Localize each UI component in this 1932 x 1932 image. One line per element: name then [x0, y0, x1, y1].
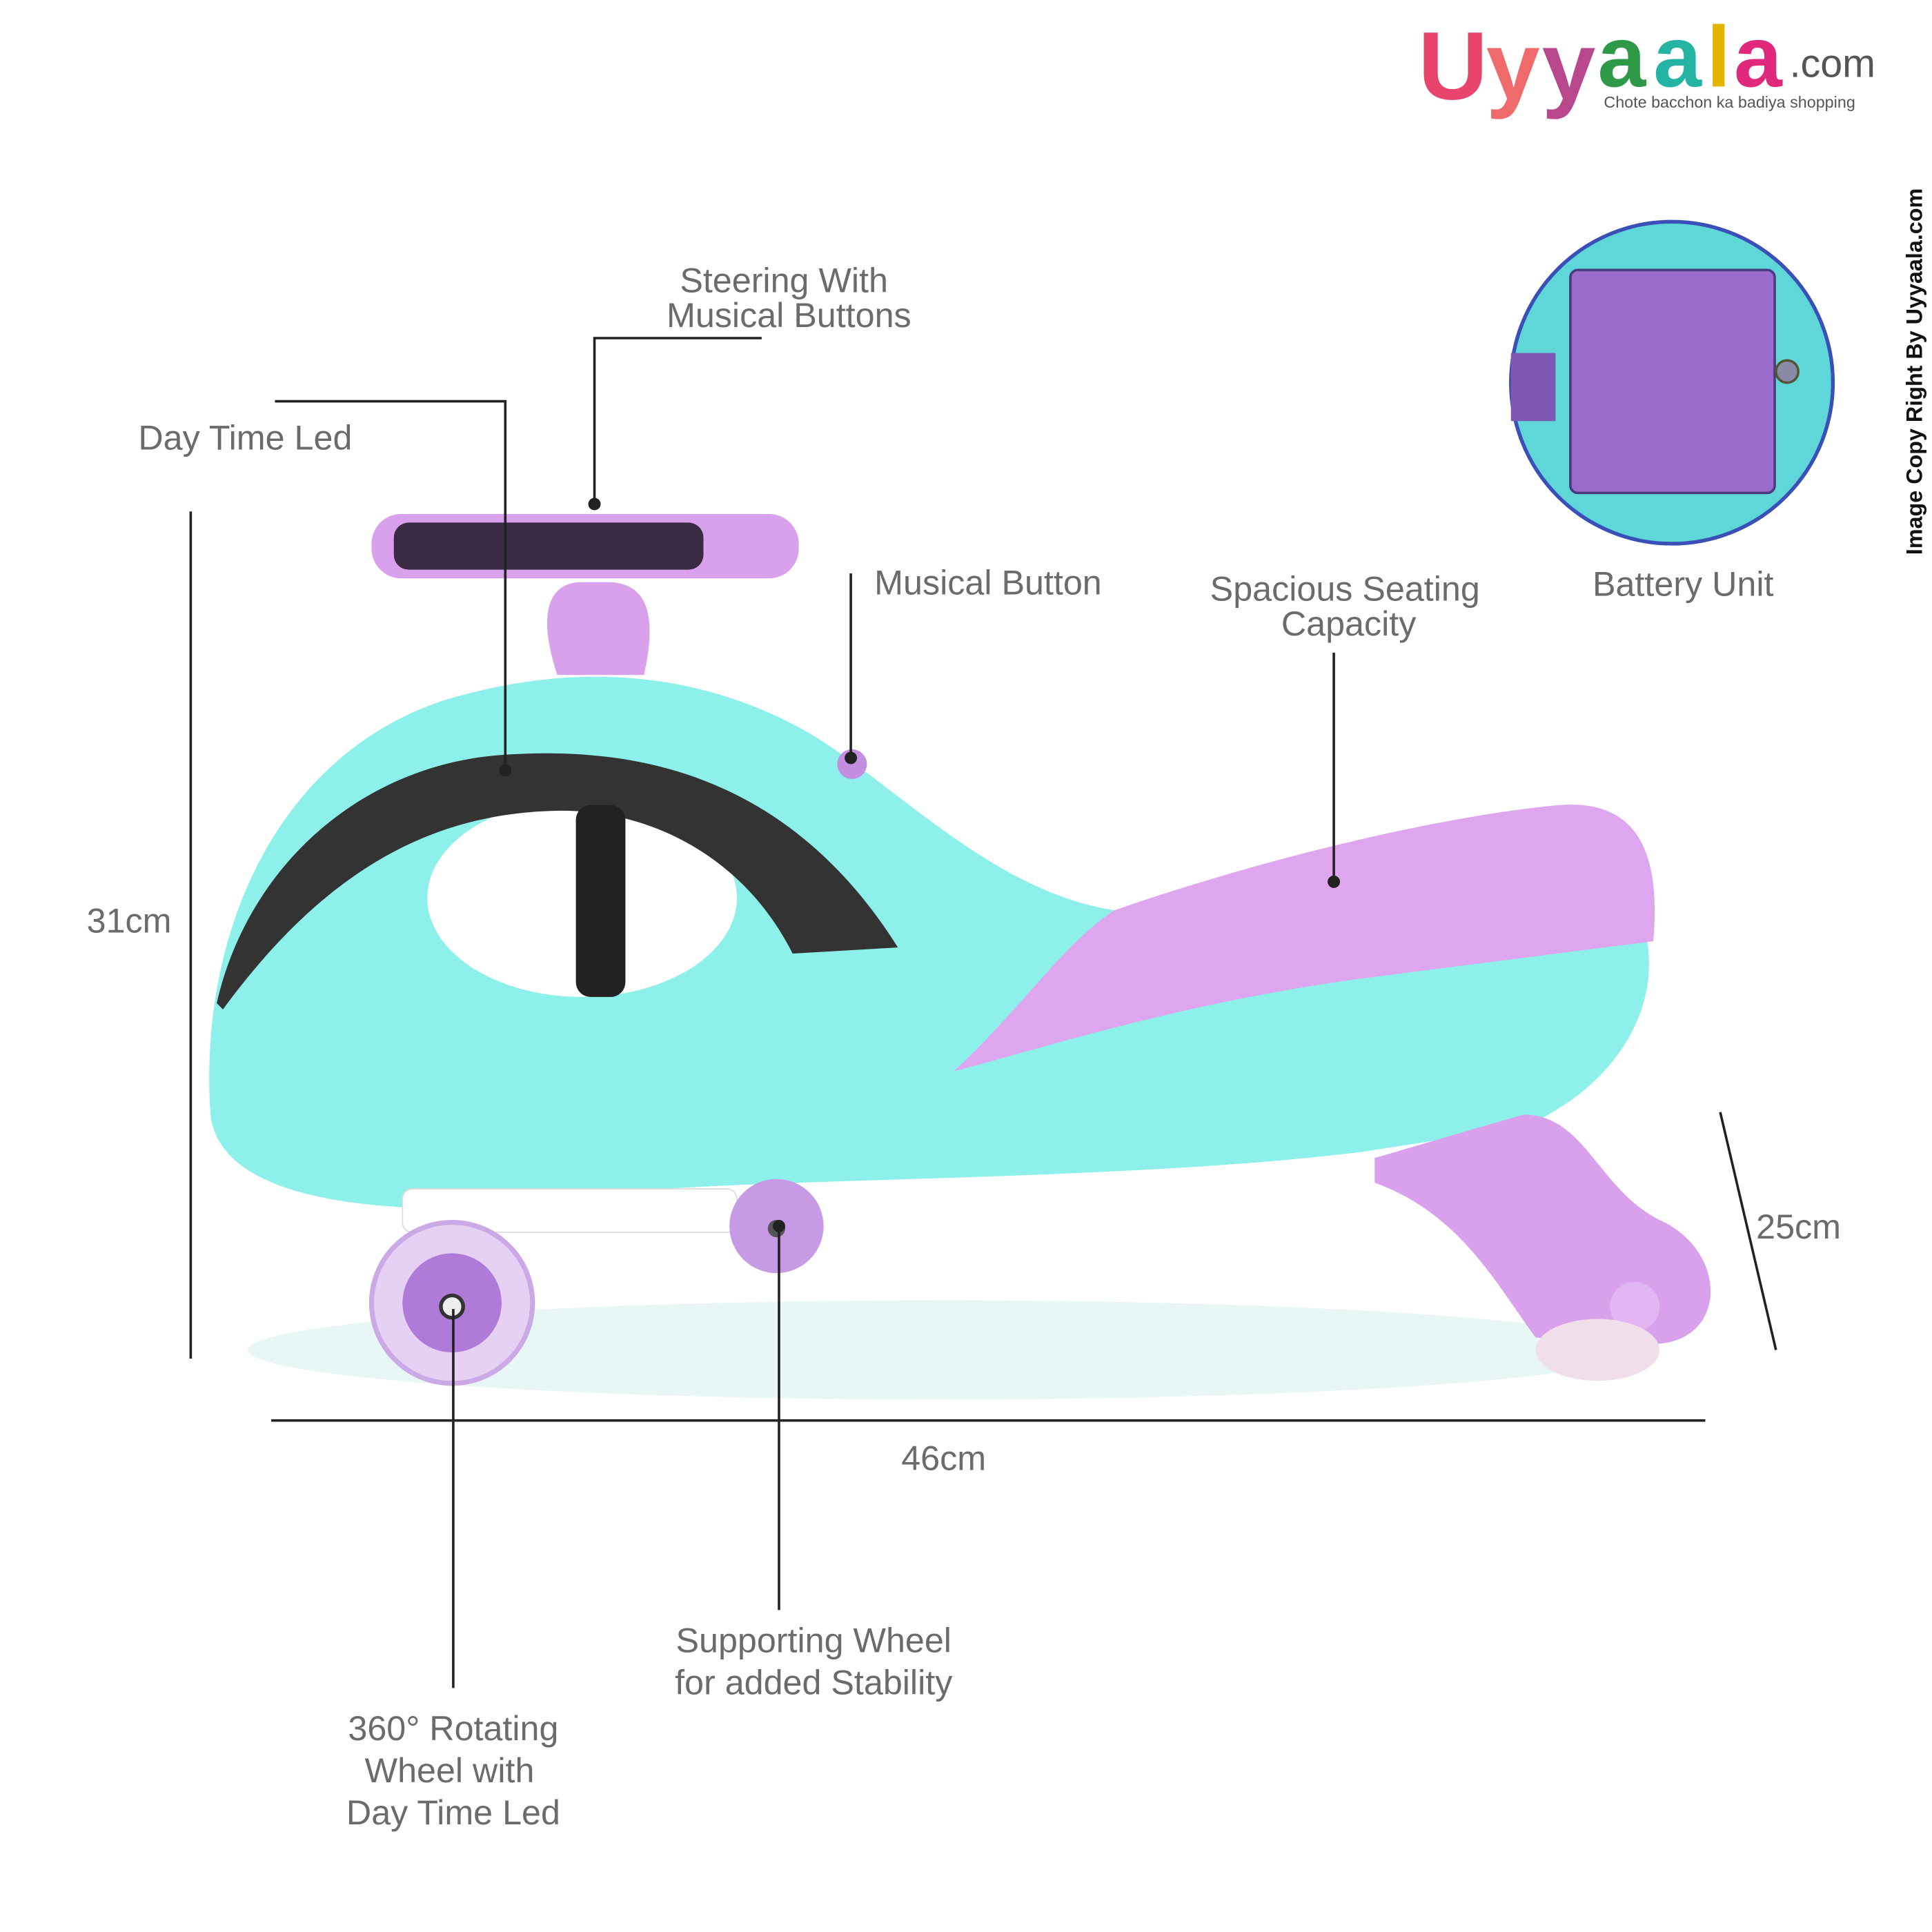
logo-tagline: Chote bacchon ka badiya shopping	[1604, 93, 1855, 111]
svg-text:for added Stability: for added Stability	[675, 1663, 953, 1702]
logo-suffix: .com	[1790, 41, 1875, 86]
svg-text:y: y	[1542, 12, 1596, 120]
callout-supporting-wheel: Supporting Wheel for added Stability	[675, 1219, 953, 1702]
svg-text:360° Rotating: 360° Rotating	[348, 1709, 558, 1748]
svg-text:a: a	[1653, 8, 1702, 106]
svg-text:Day Time Led: Day Time Led	[346, 1793, 560, 1832]
dimension-height: 31cm	[87, 511, 193, 1359]
svg-text:a: a	[1597, 8, 1646, 106]
svg-text:Capacity: Capacity	[1281, 604, 1417, 643]
svg-text:Spacious Seating: Spacious Seating	[1210, 570, 1480, 609]
svg-text:Day Time Led: Day Time Led	[138, 419, 352, 457]
svg-text:y: y	[1486, 12, 1540, 120]
callout-seating: Spacious Seating Capacity	[1210, 570, 1480, 888]
battery-unit-label: Battery Unit	[1593, 564, 1774, 603]
uyyaala-logo: U y y a a l a .com Chote bacchon ka badi…	[1418, 8, 1875, 120]
svg-text:l: l	[1706, 8, 1731, 106]
svg-text:25cm: 25cm	[1756, 1208, 1841, 1246]
battery-unit-inset	[1509, 219, 1835, 546]
copyright-text: Image Copy Right By Uyyaala.com	[1902, 188, 1927, 555]
svg-text:Steering With: Steering With	[680, 262, 888, 300]
callout-musical-button: Musical Button	[845, 564, 1102, 765]
callout-rotating-wheel: 360° Rotating Wheel with Day Time Led	[346, 1309, 560, 1832]
svg-text:U: U	[1418, 12, 1488, 120]
callout-steering: Steering With Musical Buttons	[588, 262, 911, 511]
swing-car-image	[209, 513, 1711, 1400]
svg-text:Musical Buttons: Musical Buttons	[667, 296, 911, 335]
svg-text:31cm: 31cm	[87, 902, 172, 940]
svg-text:a: a	[1734, 8, 1783, 106]
svg-text:46cm: 46cm	[901, 1439, 986, 1478]
dimension-width: 25cm	[1719, 1112, 1841, 1350]
svg-text:Wheel with: Wheel with	[365, 1751, 535, 1790]
dimension-length: 46cm	[271, 1419, 1706, 1478]
svg-text:Supporting Wheel: Supporting Wheel	[676, 1621, 952, 1659]
svg-text:Musical Button: Musical Button	[874, 564, 1102, 602]
callout-day-time-led: Day Time Led	[138, 400, 512, 777]
